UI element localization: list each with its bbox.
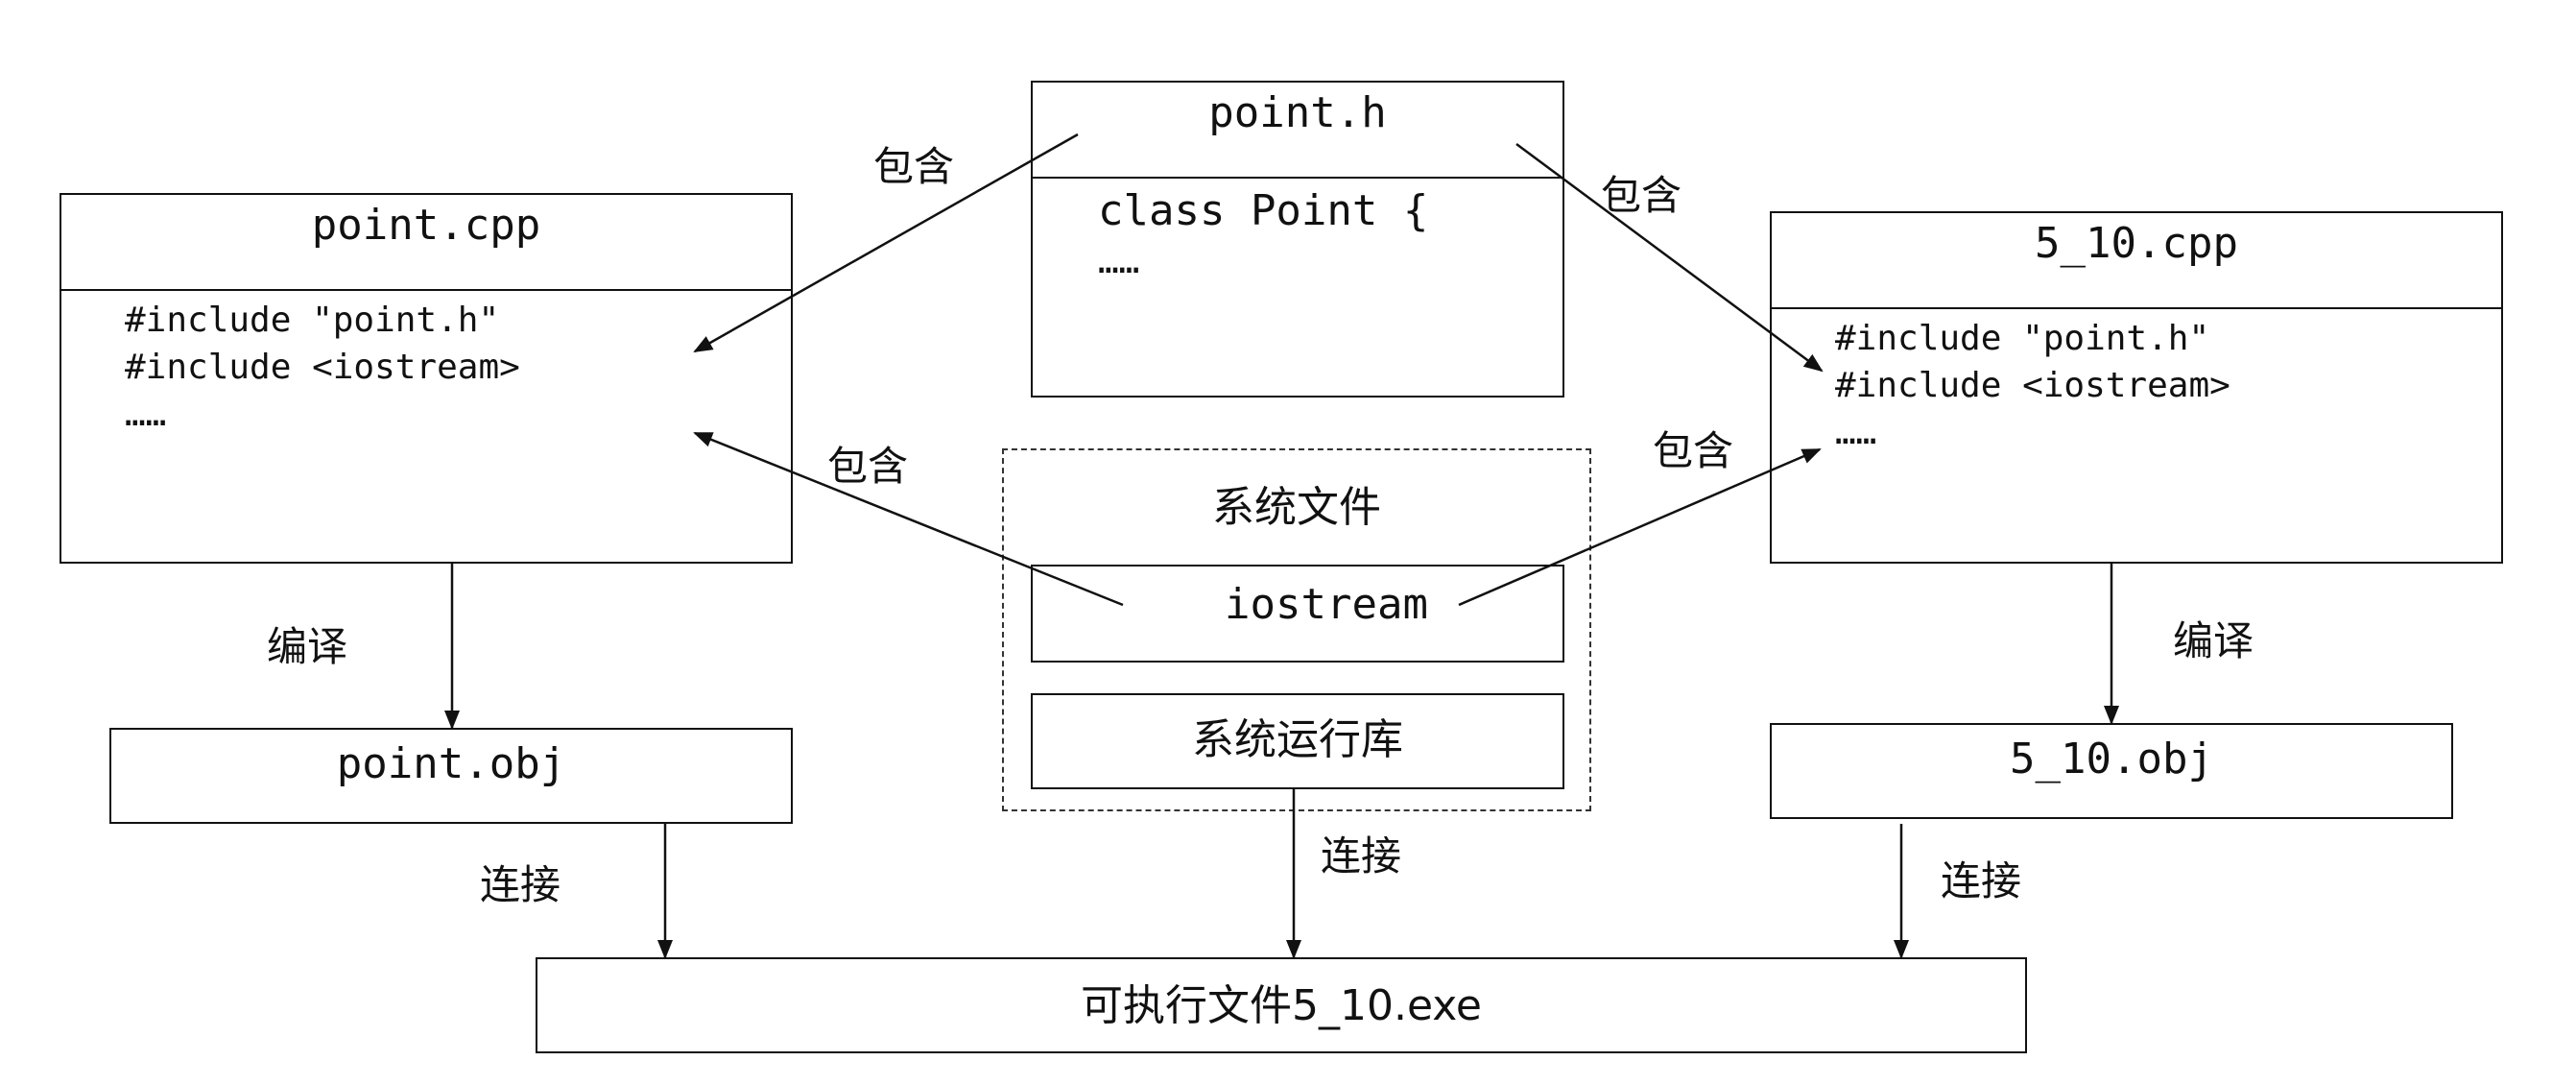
runtime-library-box: 系统运行库 xyxy=(1031,693,1564,789)
main-obj-box: 5_10.obj xyxy=(1770,723,2453,819)
arrow-iostream-to-point-cpp xyxy=(693,431,1124,607)
point-cpp-line-1: #include "point.h" xyxy=(125,301,500,340)
system-files-title: 系统文件 xyxy=(1212,483,1381,532)
point-cpp-divider xyxy=(61,289,791,291)
main-cpp-title: 5_10.cpp xyxy=(2035,219,2238,268)
point-obj-box: point.obj xyxy=(109,728,793,824)
main-cpp-box: 5_10.cpp #include "point.h" #include <io… xyxy=(1770,211,2503,564)
main-obj-title: 5_10.obj xyxy=(2010,735,2213,784)
point-h-divider xyxy=(1033,177,1562,179)
label-link-main-obj: 连接 xyxy=(1941,857,2022,904)
main-cpp-line-1: #include "point.h" xyxy=(1835,319,2210,358)
iostream-box: iostream xyxy=(1031,565,1564,663)
label-compile-main: 编译 xyxy=(2173,617,2254,664)
label-include-iostream-to-point-cpp: 包含 xyxy=(827,443,909,490)
label-link-point-obj: 连接 xyxy=(480,861,561,908)
point-cpp-line-2: #include <iostream> xyxy=(125,348,520,387)
point-h-box: point.h class Point { …… xyxy=(1031,81,1564,398)
exe-box: 可执行文件5_10.exe xyxy=(536,957,2027,1053)
main-cpp-line-3: …… xyxy=(1835,413,1877,452)
point-h-line-2: …… xyxy=(1098,242,1140,281)
point-cpp-box: point.cpp #include "point.h" #include <i… xyxy=(60,193,793,564)
point-h-line-1: class Point { xyxy=(1098,186,1429,235)
label-include-point-h-to-point-cpp: 包含 xyxy=(873,143,955,190)
label-include-point-h-to-main-cpp: 包含 xyxy=(1601,172,1682,219)
main-cpp-divider xyxy=(1772,307,2501,309)
iostream-title: iostream xyxy=(1225,580,1428,629)
arrow-iostream-to-main-cpp xyxy=(1458,447,1822,607)
point-cpp-title: point.cpp xyxy=(311,201,541,250)
system-files-group xyxy=(1002,448,1591,811)
runtime-library-title: 系统运行库 xyxy=(1192,715,1403,764)
label-include-iostream-to-main-cpp: 包含 xyxy=(1653,427,1734,474)
exe-title: 可执行文件5_10.exe xyxy=(1080,981,1483,1030)
arrow-point-h-to-main-cpp xyxy=(1515,142,1824,373)
point-h-title: point.h xyxy=(1208,88,1387,137)
arrow-point-h-to-point-cpp xyxy=(693,133,1079,353)
label-compile-point: 编译 xyxy=(267,623,348,670)
point-cpp-line-3: …… xyxy=(125,395,167,434)
point-obj-title: point.obj xyxy=(336,739,566,788)
label-link-runtime: 连接 xyxy=(1321,832,1402,880)
main-cpp-line-2: #include <iostream> xyxy=(1835,366,2230,405)
